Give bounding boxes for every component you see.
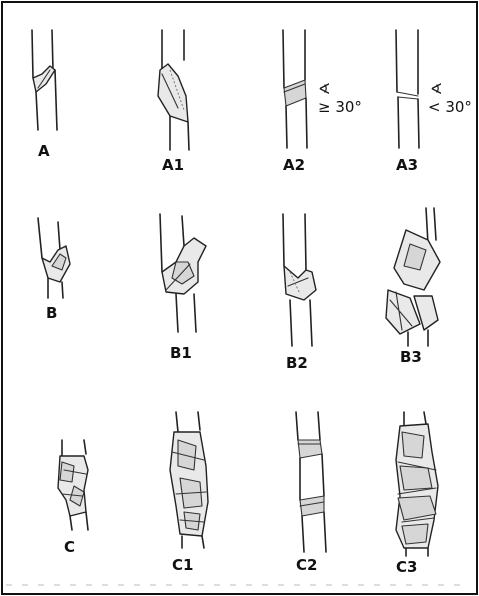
panel-B3-label: B3	[400, 348, 422, 366]
panel-A2-angle-label: ≥ 30°	[318, 98, 362, 116]
panel-B1-label: B1	[170, 344, 192, 362]
panel-C2-bone	[296, 412, 326, 552]
panel-B2-label: B2	[286, 354, 308, 372]
panel-B-label: B	[46, 304, 57, 322]
panel-A1-label: A1	[162, 156, 184, 174]
panel-C3-label: C3	[396, 558, 417, 576]
panel-B3-bone	[386, 208, 440, 346]
panel-C1-label: C1	[172, 556, 193, 574]
panel-A2-label: A2	[283, 156, 305, 174]
panel-A3-bone	[396, 30, 419, 148]
panel-A2-angle-symbol: ∢	[318, 80, 331, 98]
panel-A2-bone	[283, 30, 307, 148]
panel-C3-bone	[396, 412, 438, 556]
panel-C1-bone	[170, 412, 208, 548]
panel-A3-angle-symbol: ∢	[430, 80, 443, 98]
panel-C-label: C	[64, 538, 75, 556]
panel-C-bone	[58, 440, 88, 530]
panel-A-bone	[32, 30, 57, 130]
panel-B-bone	[38, 218, 70, 298]
panel-A3-label: A3	[396, 156, 418, 174]
panel-A1-bone	[158, 30, 189, 150]
panel-A-label: A	[38, 142, 50, 160]
panel-B1-bone	[160, 214, 206, 332]
panel-A3-angle-label: < 30°	[428, 98, 472, 116]
panel-C2-label: C2	[296, 556, 317, 574]
panel-B2-bone	[283, 214, 316, 346]
